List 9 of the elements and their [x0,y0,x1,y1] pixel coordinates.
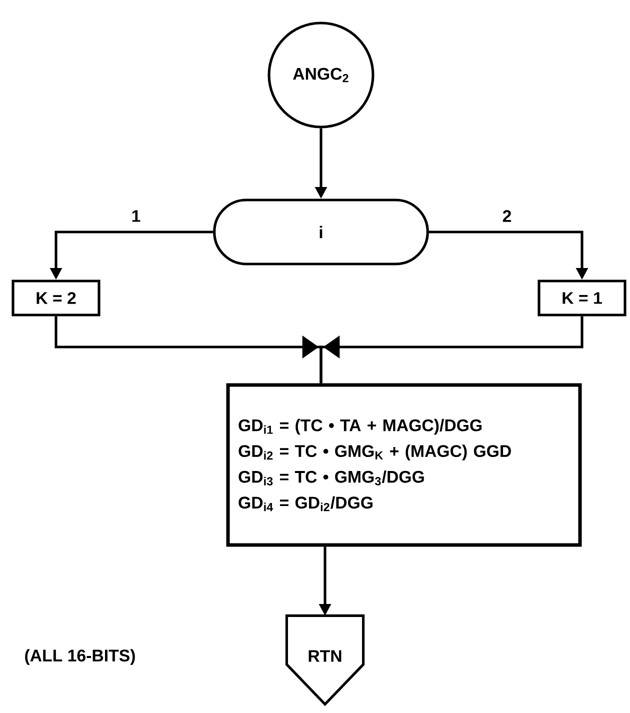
edge-label: 1 [130,209,142,223]
process-box: K = 1 [538,280,626,316]
arrow [320,316,584,384]
decision-terminal: i [213,198,429,266]
process-box: GD$_{i1}$ = (TC • TA + MAGC)/DGG GD$_{i2}$ = TC • GMG$_{K}$ + (MAGC) GGD GD$_{i3}$ = TC • GMG$_{3}$/DGG GD$_{i4}$ = GD$_{i2}$/DGG [226,383,582,547]
edge-label: 2 [501,208,513,224]
process-box: K = 2 [12,280,100,316]
note-text: (ALL 16-BITS) [25,649,135,665]
offpage-connector: RTN [285,614,365,706]
